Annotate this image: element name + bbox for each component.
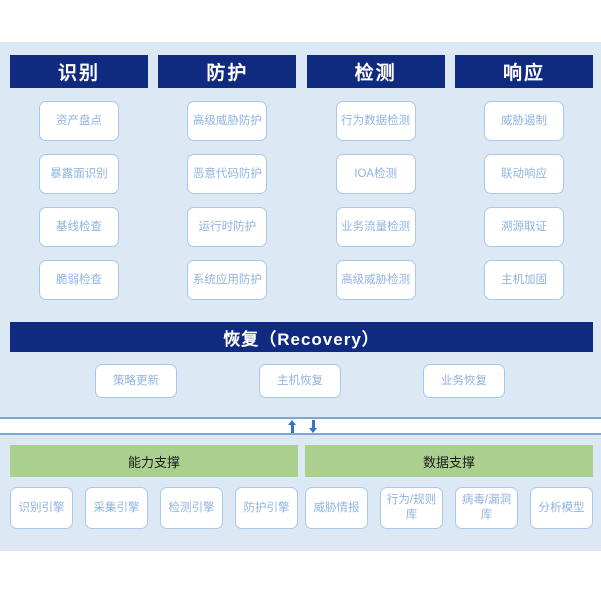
data-source-chip[interactable]: 分析模型: [530, 487, 593, 529]
capability-card[interactable]: 运行时防护: [187, 207, 268, 247]
function-column-identify: 识别 资产盘点 暴露面识别 基线检查 脆弱检查: [10, 55, 148, 300]
function-column-protect: 防护 高级威胁防护 恶意代码防护 运行时防护 系统应用防护: [158, 55, 297, 300]
capability-card[interactable]: IOA检测: [335, 154, 416, 194]
capability-card[interactable]: 基线检查: [39, 207, 119, 247]
function-column-detect: 检测 行为数据检测 IOA检测 业务流量检测 高级威胁检测: [306, 55, 445, 300]
recovery-cards: 策略更新 主机恢复 业务恢复: [95, 364, 505, 398]
engine-chip[interactable]: 采集引擎: [85, 487, 148, 529]
column-header-respond: 响应: [454, 55, 593, 88]
recovery-card[interactable]: 主机恢复: [259, 364, 341, 398]
capability-chips: 识别引擎 采集引擎 检测引擎 防护引擎: [10, 487, 298, 529]
capability-card[interactable]: 联动响应: [483, 154, 564, 194]
column-header-protect: 防护: [158, 55, 297, 88]
connector-arrows: [288, 419, 318, 433]
capability-card[interactable]: 脆弱检查: [39, 260, 119, 300]
support-panel: 能力支撑 识别引擎 采集引擎 检测引擎 防护引擎 数据支撑 威胁情报 行为/规则…: [0, 433, 601, 551]
capability-card[interactable]: 高级威胁检测: [335, 260, 416, 300]
support-groups: 能力支撑 识别引擎 采集引擎 检测引擎 防护引擎 数据支撑 威胁情报 行为/规则…: [10, 445, 593, 529]
group-header-capability: 能力支撑: [10, 445, 298, 477]
data-source-chip[interactable]: 威胁情报: [305, 487, 368, 529]
security-functions-panel: 识别 资产盘点 暴露面识别 基线检查 脆弱检查 防护 高级威胁防护 恶意代码防护…: [0, 42, 601, 419]
data-chips: 威胁情报 行为/规则库 病毒/漏洞库 分析模型: [305, 487, 593, 529]
capability-card[interactable]: 资产盘点: [39, 101, 119, 141]
arrow-down-icon: [309, 419, 318, 433]
capability-card[interactable]: 暴露面识别: [39, 154, 119, 194]
support-group-data: 数据支撑 威胁情报 行为/规则库 病毒/漏洞库 分析模型: [305, 445, 593, 529]
capability-card[interactable]: 主机加固: [483, 260, 564, 300]
recovery-card[interactable]: 策略更新: [95, 364, 177, 398]
arrow-up-icon: [288, 419, 297, 433]
recovery-card[interactable]: 业务恢复: [423, 364, 505, 398]
column-header-identify: 识别: [10, 55, 148, 88]
engine-chip[interactable]: 检测引擎: [160, 487, 223, 529]
capability-card[interactable]: 恶意代码防护: [187, 154, 268, 194]
data-source-chip[interactable]: 行为/规则库: [380, 487, 443, 529]
engine-chip[interactable]: 防护引擎: [235, 487, 298, 529]
function-columns: 识别 资产盘点 暴露面识别 基线检查 脆弱检查 防护 高级威胁防护 恶意代码防护…: [10, 55, 593, 300]
capability-card[interactable]: 系统应用防护: [187, 260, 268, 300]
capability-card[interactable]: 溯源取证: [483, 207, 564, 247]
capability-card[interactable]: 威胁遏制: [483, 101, 564, 141]
support-group-capability: 能力支撑 识别引擎 采集引擎 检测引擎 防护引擎: [10, 445, 298, 529]
engine-chip[interactable]: 识别引擎: [10, 487, 73, 529]
group-header-data: 数据支撑: [305, 445, 593, 477]
recovery-header: 恢复（Recovery）: [10, 322, 593, 352]
capability-card[interactable]: 行为数据检测: [335, 101, 416, 141]
function-column-respond: 响应 威胁遏制 联动响应 溯源取证 主机加固: [454, 55, 593, 300]
column-header-detect: 检测: [306, 55, 445, 88]
capability-card[interactable]: 业务流量检测: [335, 207, 416, 247]
capability-card[interactable]: 高级威胁防护: [187, 101, 268, 141]
data-source-chip[interactable]: 病毒/漏洞库: [455, 487, 518, 529]
